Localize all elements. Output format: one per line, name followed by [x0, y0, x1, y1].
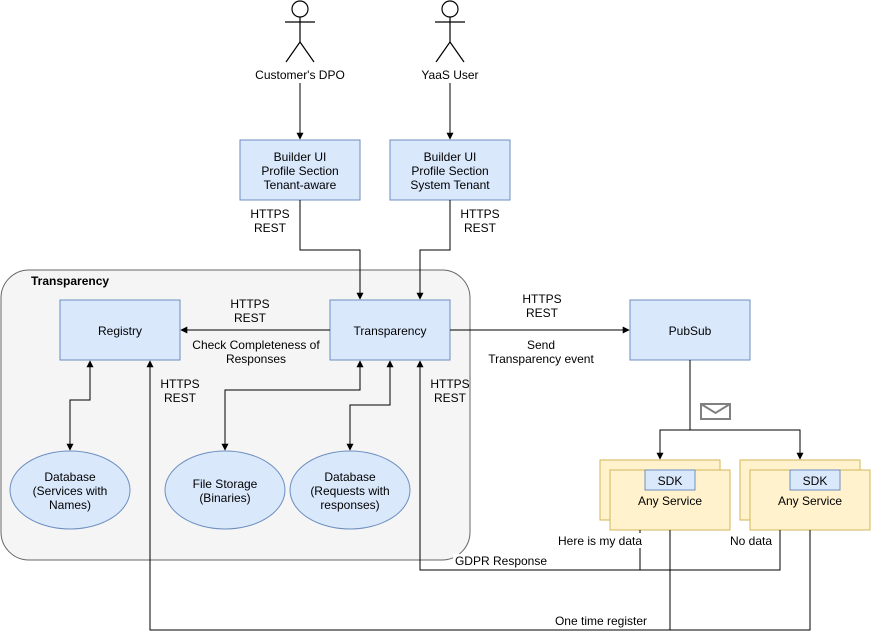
edge-builder-tenant-to-transparency — [299, 200, 364, 300]
builder-tenant-line2: Profile Section — [261, 164, 338, 178]
edge-service-2-register — [670, 530, 811, 631]
actor-customer-dpo[interactable] — [285, 0, 315, 63]
label-gdpr-response: GDPR Response — [455, 554, 547, 568]
pubsub-box[interactable]: PubSub — [629, 299, 751, 361]
transparency-label: Transparency — [354, 324, 427, 338]
label-https-registry-2: REST — [234, 311, 267, 325]
label-https-up-registry-1: HTTPS — [160, 377, 199, 391]
transparency-box[interactable]: Transparency — [329, 299, 451, 361]
envelope-icon — [700, 403, 731, 420]
sdk-label-1: SDK — [658, 474, 683, 488]
registry-label: Registry — [98, 324, 142, 338]
builder-tenant-line1: Builder UI — [274, 150, 327, 164]
actor-customer-dpo-label: Customer's DPO — [255, 68, 345, 82]
builder-system-line1: Builder UI — [424, 150, 477, 164]
service-2[interactable]: SDK Any Service — [739, 459, 871, 531]
sdk-label-2: SDK — [803, 474, 828, 488]
label-check-completeness-2: Responses — [226, 352, 286, 366]
file-storage-line1: File Storage — [193, 477, 258, 491]
edge-pubsub-to-service-2 — [690, 429, 804, 460]
actor-yaas-user[interactable] — [435, 0, 465, 63]
edge-service-1-gdpr-response — [416, 360, 641, 571]
file-storage-line2: (Binaries) — [199, 491, 250, 505]
edge-pubsub-to-service-1 — [656, 360, 691, 460]
db-services-line3: Names) — [49, 498, 91, 512]
sdk-box-2[interactable] — [789, 469, 841, 491]
db-requests-line1: Database — [324, 470, 376, 484]
label-https-pubsub-2: REST — [526, 306, 559, 320]
builder-tenant-line3: Tenant-aware — [264, 178, 337, 192]
label-send-event-1: Send — [527, 338, 555, 352]
label-https-left-1: HTTPS — [250, 207, 289, 221]
edge-service-2-no-data — [640, 530, 781, 571]
label-no-data: No data — [730, 534, 772, 548]
label-check-completeness-1: Check Completeness of — [192, 338, 320, 352]
builder-system-line3: System Tenant — [410, 178, 490, 192]
label-https-right-1: HTTPS — [460, 207, 499, 221]
db-requests-line3: responses) — [320, 498, 379, 512]
builder-ui-system-tenant[interactable]: Builder UI Profile Section System Tenant — [389, 139, 511, 201]
edge-transparency-db-requests — [346, 360, 394, 451]
service-1[interactable]: SDK Any Service — [599, 459, 731, 531]
label-one-time-register: One time register — [555, 614, 647, 628]
label-https-registry-1: HTTPS — [230, 297, 269, 311]
edge-labels: HTTPS REST HTTPS REST HTTPS REST Check C… — [160, 207, 775, 628]
db-requests-line2: (Requests with — [310, 484, 389, 498]
label-https-up-registry-2: REST — [164, 391, 197, 405]
db-services-line1: Database — [44, 470, 96, 484]
builder-system-line2: Profile Section — [411, 164, 488, 178]
label-https-up-transparency-1: HTTPS — [430, 377, 469, 391]
sdk-box-1[interactable] — [644, 469, 696, 491]
service-2-label: Any Service — [778, 494, 842, 508]
db-services-line2: (Services with — [33, 484, 108, 498]
registry-box[interactable]: Registry — [59, 299, 181, 361]
edge-builder-system-to-transparency — [416, 200, 451, 300]
pubsub-label: PubSub — [669, 324, 712, 338]
file-storage-ellipse[interactable]: File Storage (Binaries) — [164, 450, 286, 530]
label-https-up-transparency-2: REST — [434, 391, 467, 405]
builder-ui-tenant-aware[interactable]: Builder UI Profile Section Tenant-aware — [239, 139, 361, 201]
label-send-event-2: Transparency event — [488, 352, 594, 366]
container-title: Transparency — [31, 274, 109, 288]
actor-yaas-user-label: YaaS User — [421, 68, 478, 82]
edge-service-1-register — [146, 360, 671, 631]
service-1-label: Any Service — [638, 494, 702, 508]
label-https-left-2: REST — [254, 221, 287, 235]
label-https-pubsub-1: HTTPS — [522, 292, 561, 306]
label-https-right-2: REST — [464, 221, 497, 235]
database-services-ellipse[interactable]: Database (Services with Names) — [9, 450, 131, 530]
label-here-is-my-data: Here is my data — [558, 534, 642, 548]
database-requests-ellipse[interactable]: Database (Requests with responses) — [289, 450, 411, 530]
edge-registry-database — [66, 360, 94, 451]
